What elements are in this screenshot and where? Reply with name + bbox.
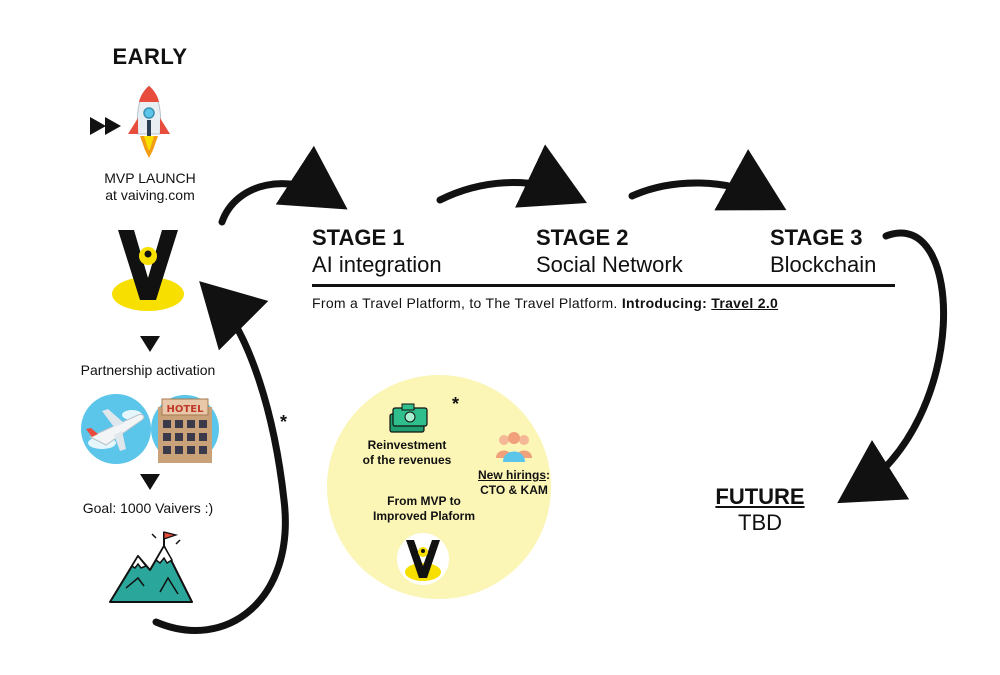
hirings-colon: : — [546, 468, 550, 482]
hirings-line1: New hirings: — [470, 468, 558, 483]
arrow-mvp-to-stage1 — [218, 145, 348, 226]
tagline: From a Travel Platform, to The Travel Pl… — [312, 295, 912, 311]
loop-asterisk: * — [280, 412, 288, 432]
future-title: FUTURE — [715, 484, 805, 509]
mvp-launch-label: MVP LAUNCH at vaiving.com — [70, 170, 230, 204]
mvp-launch-line1: MVP LAUNCH — [104, 170, 196, 186]
hotel-sign: HOTEL — [167, 404, 205, 415]
future-subtitle: TBD — [738, 510, 782, 535]
tagline-bold: Introducing: — [621, 295, 708, 311]
stage-3: STAGE 3 Blockchain — [770, 224, 970, 278]
stages-divider — [312, 284, 895, 287]
stage-2-title: STAGE 2 — [536, 225, 629, 250]
people-icon — [496, 432, 532, 462]
arrow-stage1-to-stage2 — [436, 144, 587, 208]
arrow-stage3-to-future — [837, 229, 948, 504]
future-block: FUTURE TBD — [700, 484, 820, 536]
reinvestment-line2: of the revenues — [362, 453, 452, 467]
stage-3-title: STAGE 3 — [770, 225, 863, 250]
down-triangle-icon-1 — [140, 336, 160, 352]
stage-2-subtitle: Social Network — [536, 252, 683, 277]
hirings-label: New hirings: CTO & KAM — [470, 468, 558, 498]
reinvestment-line1: Reinvestment — [367, 438, 447, 452]
vaiving-logo-icon — [112, 230, 184, 311]
goal-label: Goal: 1000 Vaivers :) — [82, 500, 214, 516]
early-title: EARLY — [112, 44, 188, 69]
hotel-icon: HOTEL — [151, 395, 219, 463]
stage-1-title: STAGE 1 — [312, 225, 405, 250]
rocket-icon — [128, 85, 170, 158]
stage-2: STAGE 2 Social Network — [536, 224, 736, 278]
stage-1: STAGE 1 AI integration — [312, 224, 512, 278]
down-triangle-icon-2 — [140, 474, 160, 490]
mountain-flag-icon — [109, 531, 193, 603]
cycle-circle — [327, 375, 551, 599]
hirings-roles: CTO & KAM — [480, 483, 548, 497]
improve-label: From MVP to Improved Plaform — [362, 494, 486, 524]
mvp-launch-line2: at vaiving.com — [105, 187, 195, 203]
fast-forward-icon — [90, 117, 121, 135]
arrow-stage2-to-stage3 — [628, 149, 787, 211]
improve-line1: From MVP to — [387, 494, 461, 508]
cycle-asterisk: * — [452, 394, 460, 414]
improve-line2: Improved Plaform — [372, 509, 476, 523]
reinvestment-label: Reinvestment of the revenues — [352, 438, 462, 468]
partnership-label: Partnership activation — [80, 362, 216, 378]
vaiving-logo-small-icon — [397, 533, 449, 585]
airplane-icon — [81, 394, 151, 464]
stage-3-subtitle: Blockchain — [770, 252, 877, 277]
hirings-title: New hirings — [477, 468, 546, 482]
travel-2-link[interactable]: Travel 2.0 — [711, 295, 779, 311]
money-icon — [389, 403, 428, 433]
arrow-loop-back — [152, 281, 289, 634]
tagline-text: From a Travel Platform, to The Travel Pl… — [312, 295, 618, 311]
stage-1-subtitle: AI integration — [312, 252, 442, 277]
